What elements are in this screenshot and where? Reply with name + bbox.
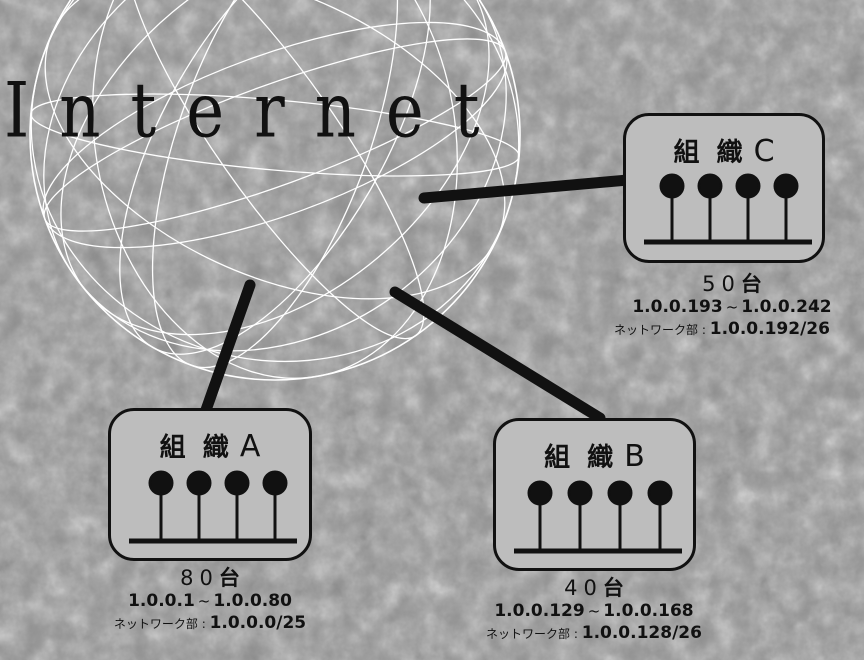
org-c-host-count: 50台 xyxy=(702,272,762,296)
org-c-box: 組 織 C xyxy=(623,113,825,263)
internet-title: Internet xyxy=(4,68,510,156)
org-a-info: 80台 1.0.0.1~1.0.0.80 ネットワーク部 : 1.0.0.0/2… xyxy=(60,566,360,635)
link-to-org-b xyxy=(389,286,606,424)
org-c-hosts-icon xyxy=(644,173,812,245)
org-b-address-range: 1.0.0.129~1.0.0.168 xyxy=(494,601,694,621)
org-c-kanji: 組 織 xyxy=(673,138,747,168)
link-to-org-a xyxy=(200,279,256,416)
org-a-hosts-icon xyxy=(129,470,297,544)
org-c-letter: C xyxy=(753,134,775,169)
org-a-address-range: 1.0.0.1~1.0.0.80 xyxy=(128,591,292,611)
org-b-network: ネットワーク部 : 1.0.0.128/26 xyxy=(486,623,702,643)
org-a-network: ネットワーク部 : 1.0.0.0/25 xyxy=(113,613,307,633)
org-a-letter: A xyxy=(239,429,261,464)
org-a-box: 組 織 A xyxy=(108,408,312,561)
org-c-address-range: 1.0.0.193~1.0.0.242 xyxy=(632,297,832,317)
org-c-info: 50台 1.0.0.193~1.0.0.242 ネットワーク部 : 1.0.0.… xyxy=(580,272,864,341)
org-b-info: 40台 1.0.0.129~1.0.0.168 ネットワーク部 : 1.0.0.… xyxy=(444,576,744,645)
org-b-letter: B xyxy=(624,439,645,474)
org-a-kanji: 組 織 xyxy=(159,433,233,463)
link-to-org-c xyxy=(418,174,634,204)
org-a-title: 組 織 A xyxy=(111,427,309,464)
org-b-hosts-icon xyxy=(514,480,682,554)
org-b-kanji: 組 織 xyxy=(544,443,618,473)
org-c-network: ネットワーク部 : 1.0.0.192/26 xyxy=(614,319,830,339)
org-a-host-count: 80台 xyxy=(180,566,240,590)
internet-globe xyxy=(29,0,521,381)
org-c-title: 組 織 C xyxy=(626,132,822,169)
org-b-box: 組 織 B xyxy=(493,418,696,571)
org-b-title: 組 織 B xyxy=(496,437,693,474)
org-b-host-count: 40台 xyxy=(564,576,624,600)
